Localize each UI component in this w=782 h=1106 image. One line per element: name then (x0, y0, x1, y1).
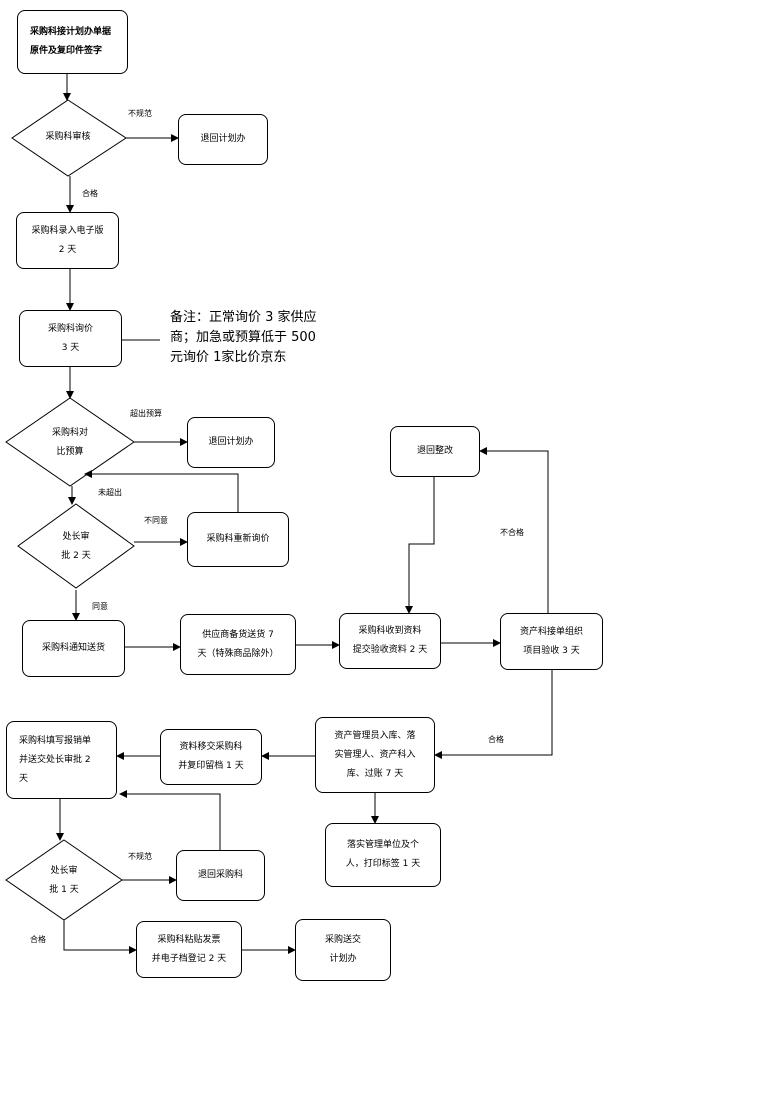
node-label: 落实管理单位及个 人，打印标签 1 天 (325, 823, 441, 887)
node-inquiry-line-2: 3 天 (61, 342, 80, 353)
node-accept-line-2: 项目验收 3 天 (523, 645, 580, 656)
node-warehouse-line-2: 实管理人、资产科入 (334, 749, 416, 760)
node-transfer-line-1: 资料移交采购科 (179, 742, 243, 752)
decision-approve1-line-1: 处长审 (62, 532, 90, 542)
edge-label-agree: 同意 (92, 602, 108, 611)
node-input-line-1: 采购科录入电子版 (31, 225, 104, 236)
node-submit-line-1: 采购送交 (324, 935, 361, 945)
edge-label-fail: 不合格 (500, 528, 524, 537)
node-warehouse-line-1: 资产管理员入库、落 (334, 730, 416, 741)
node-accept-line-1: 资产科接单组织 (519, 626, 583, 637)
node-rectify-line-1: 退回整改 (416, 446, 453, 456)
decision-approve1: 处长审 批 2 天 (36, 528, 116, 566)
decision-approve2-line-1: 处长审 (50, 866, 78, 876)
decision-approve2-line-2: 批 1 天 (49, 885, 79, 895)
node-invoice: 采购科粘贴发票 并电子档登记 2 天 (136, 921, 242, 978)
node-supply: 供应商备货送货 7 天（特殊商品除外） (180, 614, 296, 675)
node-start-line-1: 采购科接计划办单据 (30, 27, 112, 37)
node-input-line-2: 2 天 (58, 244, 77, 255)
node-return3-line-1: 退回采购科 (197, 870, 243, 880)
edge-return3-reimburse (119, 790, 221, 850)
edge-label-over-budget: 超出预算 (130, 409, 162, 418)
node-transfer: 资料移交采购科 并复印留档 1 天 (160, 729, 262, 785)
edge-label-nonstandard1: 不规范 (128, 109, 152, 118)
node-invoice-line-1: 采购科粘贴发票 (157, 934, 221, 945)
node-return2-line-1: 退回计划办 (208, 437, 254, 447)
edge-label-disagree: 不同意 (144, 516, 168, 525)
node-inquiry-line-1: 采购科询价 (47, 323, 93, 334)
node-supply-line-1: 供应商备货送货 7 (202, 629, 274, 640)
node-reimburse-line-2: 并送交处长审批 2 (19, 754, 91, 765)
node-warehouse: 资产管理员入库、落 实管理人、资产科入 库、过账 7 天 (315, 717, 435, 793)
edge-accept-rectify (479, 447, 549, 613)
node-transfer-line-2: 并复印留档 1 天 (178, 761, 244, 771)
node-receive-line-1: 采购科收到资料 (358, 626, 422, 636)
edge-label-not-over: 未超出 (98, 488, 122, 497)
node-input: 采购科录入电子版 2 天 (16, 212, 119, 269)
node-notify: 采购科通知送货 (22, 620, 125, 677)
node-label-line-1: 落实管理单位及个 (346, 840, 419, 850)
diamond-compare (5, 397, 135, 487)
node-start-line-2: 原件及复印件签字 (30, 46, 103, 56)
node-reimburse-line-3: 天 (19, 773, 29, 784)
edge-label-pass2: 合格 (488, 735, 504, 744)
diamond-approve1 (17, 503, 135, 589)
node-rectify: 退回整改 (390, 426, 480, 477)
node-return1-line-1: 退回计划办 (200, 134, 246, 144)
decision-review: 采购科审核 (28, 128, 108, 147)
edge-reinquiry-compare (84, 470, 239, 512)
node-notify-line-1: 采购科通知送货 (41, 643, 105, 653)
node-supply-line-2: 天（特殊商品除外） (197, 648, 279, 659)
node-accept: 资产科接单组织 项目验收 3 天 (500, 613, 603, 670)
node-reinquiry: 采购科重新询价 (187, 512, 289, 567)
node-return2: 退回计划办 (187, 417, 275, 468)
edge-label-pass3: 合格 (30, 935, 46, 944)
diamond-review (11, 99, 127, 177)
node-receive: 采购科收到资料 提交验收资料 2 天 (339, 613, 441, 669)
node-warehouse-line-3: 库、过账 7 天 (346, 768, 404, 779)
edge-label-pass1: 合格 (82, 189, 98, 198)
edge-rectify-receive (405, 477, 435, 614)
node-submit-line-2: 计划办 (329, 954, 357, 964)
node-reinquiry-line-1: 采购科重新询价 (206, 534, 270, 544)
edge-approve2-invoice (63, 920, 137, 954)
node-invoice-line-2: 并电子档登记 2 天 (151, 953, 227, 964)
decision-compare: 采购科对 比预算 (30, 424, 110, 462)
node-reimburse: 采购科填写报销单 并送交处长审批 2 天 (6, 721, 117, 799)
decision-review-line-1: 采购科审核 (45, 132, 91, 142)
node-return1: 退回计划办 (178, 114, 268, 165)
node-submit: 采购送交 计划办 (295, 919, 391, 981)
node-start: 采购科接计划办单据 原件及复印件签字 (17, 10, 128, 74)
node-receive-line-2: 提交验收资料 2 天 (352, 645, 428, 655)
node-reimburse-line-1: 采购科填写报销单 (19, 735, 92, 746)
edge-accept-warehouse (434, 670, 553, 759)
node-label-line-2: 人，打印标签 1 天 (345, 859, 421, 869)
decision-approve2: 处长审 批 1 天 (24, 862, 104, 900)
node-return3: 退回采购科 (176, 850, 265, 901)
note-text: 备注：正常询价 3 家供应商；加急或预算低于 500 元询价 1家比价京东 (170, 310, 317, 365)
node-inquiry: 采购科询价 3 天 (19, 310, 122, 367)
decision-approve1-line-2: 批 2 天 (61, 551, 91, 561)
edge-label-nonstandard2: 不规范 (128, 852, 152, 861)
decision-compare-line-2: 比预算 (56, 447, 84, 457)
decision-compare-line-1: 采购科对 (51, 428, 88, 438)
